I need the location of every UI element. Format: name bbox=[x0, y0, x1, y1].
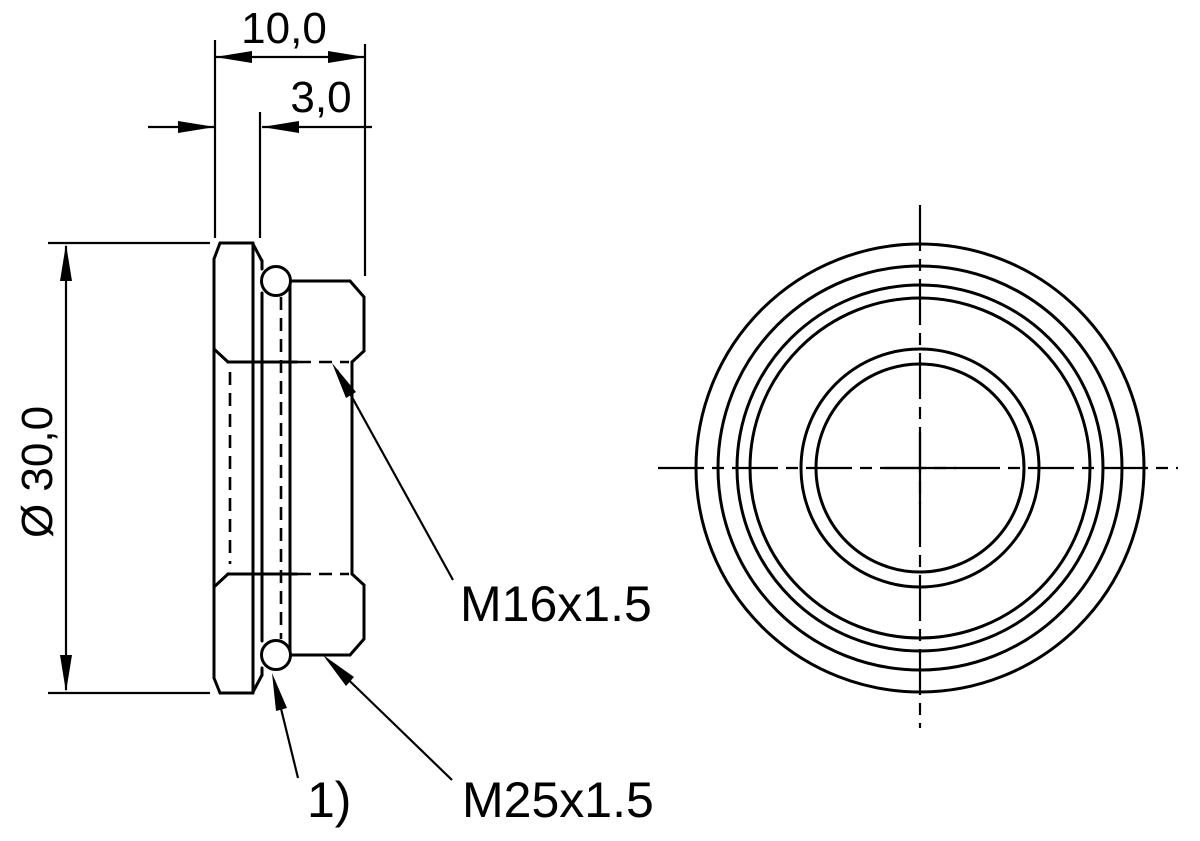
leader-oring-note: 1) bbox=[272, 673, 351, 828]
arrowhead bbox=[60, 655, 72, 692]
leader-thread-inner: M16x1.5 bbox=[332, 363, 652, 632]
o-ring-section-top bbox=[260, 265, 292, 297]
label-thread-outer: M25x1.5 bbox=[462, 772, 654, 828]
dimension-outer-diameter: Ø 30,0 bbox=[13, 241, 210, 695]
arrowhead bbox=[328, 51, 365, 63]
dim-text-oring-offset: 3,0 bbox=[290, 73, 351, 122]
side-view: 10,0 3,0 Ø 30,0 M16x1.5 M25x1 bbox=[13, 4, 654, 828]
label-thread-inner: M16x1.5 bbox=[460, 576, 652, 632]
threaded-body-outline bbox=[288, 279, 366, 657]
flange-outline bbox=[212, 241, 264, 695]
arrowhead bbox=[215, 51, 252, 63]
o-ring-section-bottom bbox=[260, 639, 292, 671]
front-view bbox=[658, 205, 1178, 728]
dim-text-outer-diameter: Ø 30,0 bbox=[13, 406, 62, 538]
arrowhead bbox=[178, 121, 215, 133]
arrowhead bbox=[323, 655, 354, 686]
arrowhead bbox=[332, 363, 356, 398]
dimension-total-width: 10,0 bbox=[213, 4, 367, 276]
arrowhead bbox=[60, 244, 72, 281]
dimension-oring-offset: 3,0 bbox=[148, 73, 372, 238]
arrowhead bbox=[262, 121, 299, 133]
leader-thread-outer: M25x1.5 bbox=[323, 655, 654, 828]
dim-text-total-width: 10,0 bbox=[241, 4, 327, 53]
label-oring-note: 1) bbox=[307, 772, 351, 828]
flange-facet-lines bbox=[212, 347, 299, 589]
arrowhead bbox=[272, 673, 287, 711]
hidden-lines bbox=[228, 297, 349, 639]
centerlines bbox=[658, 205, 1178, 728]
